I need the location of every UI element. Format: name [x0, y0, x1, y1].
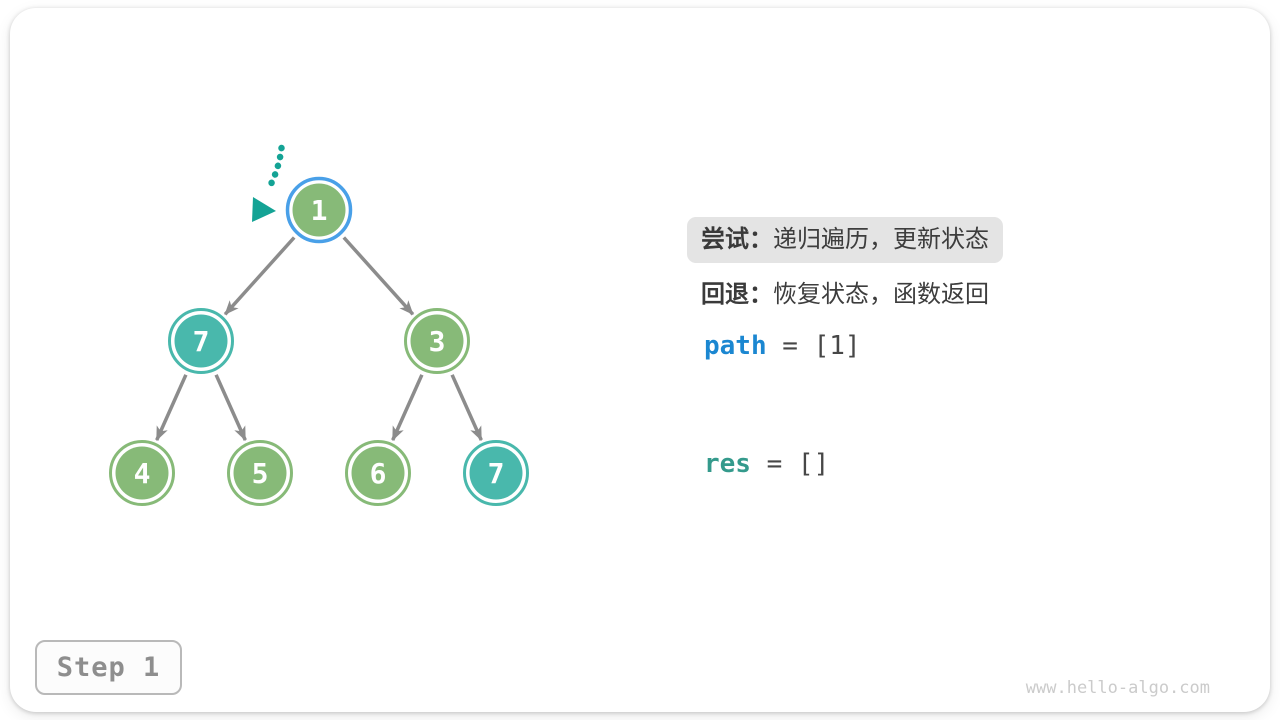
node-value: 5	[252, 457, 269, 490]
path-variable-value: = [1]	[782, 331, 861, 361]
backtrack-label: 回退：	[701, 281, 773, 308]
try-annotation: 尝试：递归遍历，更新状态	[687, 217, 1003, 263]
node-value: 4	[134, 457, 151, 490]
res-variable-name: res	[704, 449, 751, 479]
path-variable-line: path = [1]	[704, 331, 861, 361]
try-text: 递归遍历，更新状态	[773, 226, 989, 253]
backtrack-text: 恢复状态，函数返回	[773, 281, 989, 308]
watermark-text: www.hello-algo.com	[1025, 678, 1210, 698]
path-variable-name: path	[704, 331, 767, 361]
tree-node-4: 4	[109, 440, 175, 506]
tree-node-5: 5	[227, 440, 293, 506]
node-value: 1	[311, 194, 328, 227]
edge-3-7	[450, 374, 483, 442]
step-badge: Step 1	[35, 640, 182, 695]
tree-node-7-right: 7	[463, 440, 529, 506]
tree-node-6: 6	[345, 440, 411, 506]
try-label: 尝试：	[701, 226, 773, 253]
node-value: 3	[429, 325, 446, 358]
step-label: Step 1	[56, 652, 161, 683]
binary-tree-diagram: 1 7 3 4 5 6 7	[109, 144, 529, 506]
edge-1-7	[223, 236, 296, 316]
node-value: 7	[193, 325, 210, 358]
node-value: 6	[370, 457, 387, 490]
edge-7-5	[214, 374, 247, 442]
current-node-pointer-icon	[252, 144, 285, 222]
tree-node-1: 1	[285, 176, 353, 244]
tree-node-3: 3	[404, 308, 470, 374]
tree-edges	[155, 236, 483, 442]
res-variable-value: = []	[766, 449, 830, 479]
backtrack-annotation: 回退：恢复状态，函数返回	[701, 279, 989, 311]
edge-1-3	[342, 236, 415, 316]
edge-3-6	[391, 374, 424, 442]
tree-node-7-left: 7	[168, 308, 234, 374]
edge-7-4	[155, 374, 188, 442]
node-value: 7	[488, 457, 505, 490]
res-variable-line: res = []	[704, 449, 829, 479]
